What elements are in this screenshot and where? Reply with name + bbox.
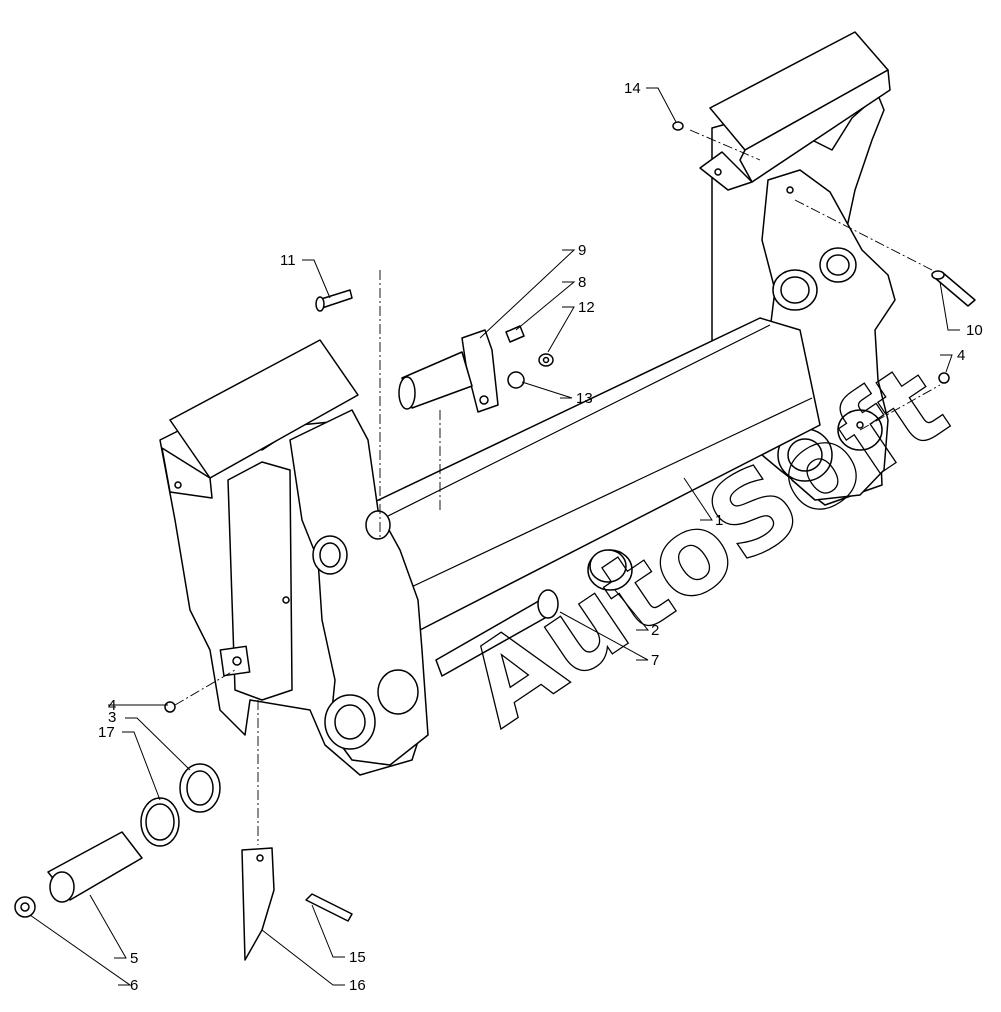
- part-8-grease-fitting: [505, 325, 525, 343]
- part-9-pin-bracket: [398, 329, 499, 413]
- part-4-right-fitting: [938, 372, 950, 384]
- part-17-washer: [140, 797, 180, 847]
- callout-6: 6: [130, 977, 138, 994]
- callout-17: 17: [98, 724, 115, 741]
- callout-7: 7: [651, 652, 659, 669]
- callout-10: 10: [966, 322, 983, 339]
- part-14-ring: [672, 121, 684, 131]
- part-7-long-bolt: [435, 589, 559, 677]
- centerlines: [174, 129, 941, 845]
- callout-13: 13: [576, 390, 593, 407]
- leader-lines: [29, 87, 960, 986]
- part-13-bushing: [507, 371, 525, 389]
- callout-5: 5: [130, 950, 138, 967]
- callout-labels: 1 2 3 4 4 5 6 7 8 9 10 11 12 13 14 15 16…: [98, 80, 983, 994]
- callout-2: 2: [651, 622, 659, 639]
- callout-14: 14: [624, 80, 641, 97]
- callout-1: 1: [715, 512, 723, 529]
- left-side-plate: [159, 409, 429, 776]
- part-16-latch-blade: [241, 847, 275, 961]
- callout-9: 9: [578, 242, 586, 259]
- part-4-left-fitting: [164, 701, 176, 713]
- part-2-cap: [587, 549, 633, 591]
- part-11-bolt: [315, 289, 353, 312]
- part-6-nut: [14, 896, 36, 918]
- left-top-hook-channel: [161, 339, 359, 499]
- callout-15: 15: [349, 949, 366, 966]
- part-15-roll-pin: [305, 893, 353, 922]
- callout-4-left: 4: [108, 697, 116, 714]
- callout-11: 11: [280, 252, 296, 269]
- callout-8: 8: [578, 274, 586, 291]
- callout-3: 3: [108, 709, 116, 726]
- part-12-nut: [538, 353, 554, 367]
- right-top-hook-channel: [699, 31, 891, 191]
- callout-12: 12: [578, 299, 595, 316]
- callout-4-right: 4: [957, 347, 965, 364]
- callout-16: 16: [349, 977, 366, 994]
- part-3-seal: [179, 763, 221, 813]
- part-5-taper-sleeve: [47, 831, 143, 903]
- part-10-pin: [931, 270, 976, 307]
